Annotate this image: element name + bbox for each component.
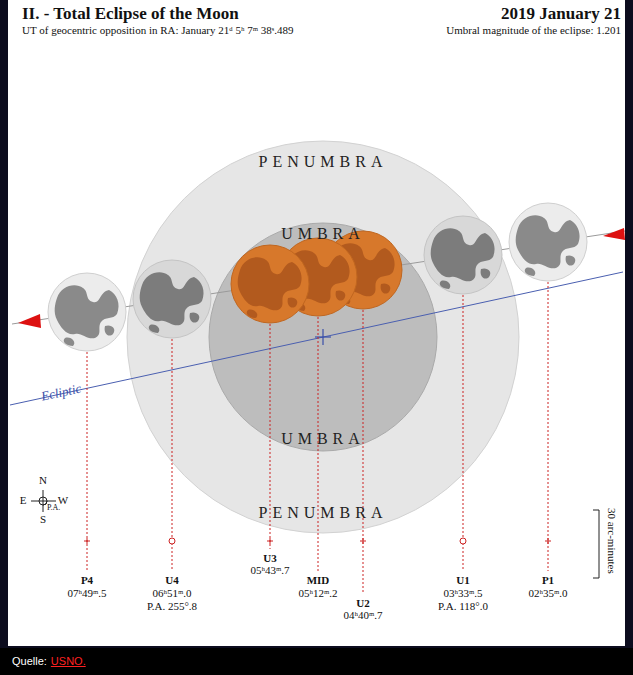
umbral-magnitude: Umbral magnitude of the eclipse: 1.201 — [446, 24, 621, 37]
contact-marker — [84, 538, 551, 544]
contact-name: U2 — [356, 597, 369, 610]
contact-time: 06ʰ51ᵐ.0 — [152, 587, 191, 600]
contact-name: P4 — [81, 574, 93, 587]
region-label: PENUMBRA — [259, 504, 388, 522]
region-label: UMBRA — [281, 430, 365, 448]
compass-letter: N — [39, 474, 47, 487]
eclipse-date: 2019 January 21 — [501, 4, 621, 24]
source-label: Quelle: — [12, 655, 47, 668]
contact-name: U1 — [456, 574, 469, 587]
contact-time: 05ʰ12ᵐ.2 — [298, 587, 337, 600]
compass-letter: S — [40, 513, 46, 526]
region-label: UMBRA — [281, 225, 365, 243]
footer-bar — [0, 648, 633, 675]
contact-name: U4 — [165, 574, 178, 587]
contact-time: 04ʰ40ᵐ.7 — [343, 609, 382, 622]
position-angle: P.A. 118°.0 — [438, 600, 488, 613]
direction-arrow — [603, 228, 625, 240]
contact-time: 07ʰ49ᵐ.5 — [67, 587, 106, 600]
direction-arrow — [18, 314, 41, 328]
source-link: USNO. — [51, 655, 86, 668]
contact-time: 03ʰ33ᵐ.5 — [443, 587, 482, 600]
scale-bracket — [593, 510, 599, 578]
opposition-time: UT of geocentric opposition in RA: Janua… — [22, 24, 293, 37]
scale-label: 30 arc-minutes — [605, 508, 618, 574]
diagram-title: II. - Total Eclipse of the Moon — [22, 4, 239, 24]
contact-name: MID — [307, 574, 330, 587]
contact-time: 05ʰ43ᵐ.7 — [250, 564, 289, 577]
compass-letter: E — [20, 494, 27, 507]
position-angle-mark: P.A. — [47, 503, 60, 512]
position-angle: P.A. 255°.8 — [147, 600, 197, 613]
region-label: PENUMBRA — [259, 153, 388, 171]
contact-name: U3 — [263, 552, 276, 565]
contact-time: 02ʰ35ᵐ.0 — [528, 587, 567, 600]
contact-name: P1 — [542, 574, 554, 587]
